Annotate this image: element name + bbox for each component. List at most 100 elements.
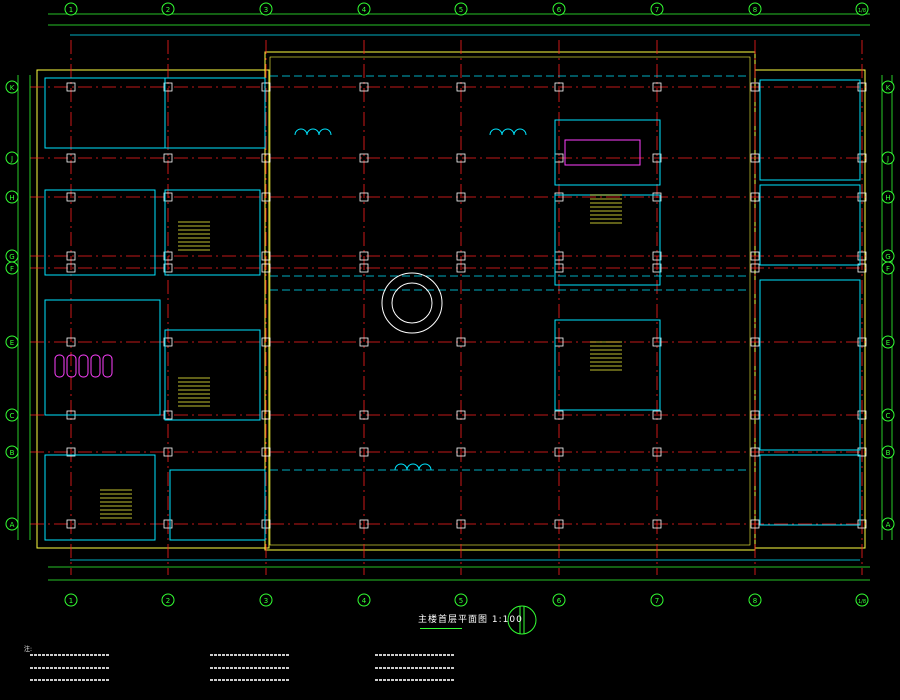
structural-column xyxy=(857,447,867,457)
structural-column xyxy=(750,251,760,261)
structural-column xyxy=(554,82,564,92)
structural-column xyxy=(857,153,867,163)
structural-column xyxy=(750,410,760,420)
structural-column xyxy=(857,192,867,202)
column-axis-label: 7 xyxy=(655,597,659,605)
column-axis-label: 3 xyxy=(264,597,268,605)
structural-column xyxy=(456,410,466,420)
column-axis-bubble xyxy=(552,593,566,607)
column-axis-bubble xyxy=(161,593,175,607)
row-axis-label: E xyxy=(886,339,890,347)
column-axis-bubble xyxy=(64,2,78,16)
column-axis-label: 1/8 xyxy=(858,599,866,605)
structural-column xyxy=(857,82,867,92)
room-outline xyxy=(164,189,261,276)
row-axis-label: H xyxy=(885,194,890,202)
structural-column xyxy=(554,410,564,420)
structural-column xyxy=(163,192,173,202)
column-axis-bubble xyxy=(357,2,371,16)
column-axis-bubble xyxy=(357,593,371,607)
structural-column xyxy=(163,337,173,347)
row-axis-label: C xyxy=(886,412,891,420)
structural-column xyxy=(66,82,76,92)
structural-column xyxy=(750,153,760,163)
column-axis-bubble xyxy=(454,2,468,16)
title-underline xyxy=(420,628,462,629)
structural-column xyxy=(750,447,760,457)
row-axis-label: K xyxy=(886,84,891,92)
row-axis-label: H xyxy=(9,194,14,202)
structural-column xyxy=(261,263,271,273)
main-hall-wall xyxy=(264,51,756,551)
column-axis-bubble xyxy=(855,593,869,607)
row-axis-bubble xyxy=(5,151,19,165)
structural-column xyxy=(261,251,271,261)
column-axis-bubble xyxy=(748,593,762,607)
north-arrow-circle xyxy=(507,605,537,635)
door-swing xyxy=(394,463,408,471)
structural-column xyxy=(652,251,662,261)
room-outline xyxy=(554,119,661,186)
structural-column xyxy=(359,153,369,163)
toilet-stall xyxy=(66,354,77,378)
room-outline xyxy=(759,79,861,181)
structural-column xyxy=(261,410,271,420)
column-axis-bubble xyxy=(259,2,273,16)
row-axis-bubble xyxy=(881,445,895,459)
door-swing xyxy=(418,463,432,471)
room-outline xyxy=(44,189,156,276)
row-axis-label: E xyxy=(10,339,14,347)
structural-column xyxy=(456,337,466,347)
room-outline xyxy=(44,77,166,149)
structural-column xyxy=(456,82,466,92)
structural-column xyxy=(163,519,173,529)
structural-column xyxy=(359,337,369,347)
door-swing xyxy=(318,128,332,136)
structural-column xyxy=(66,447,76,457)
scale-text: 1:100 xyxy=(491,615,523,625)
washroom-fixtures xyxy=(564,139,641,166)
row-axis-bubble xyxy=(5,335,19,349)
row-axis-bubble xyxy=(881,335,895,349)
column-axis-label: 7 xyxy=(655,6,659,14)
room-outline xyxy=(44,299,161,416)
structural-column xyxy=(66,192,76,202)
structural-column xyxy=(456,153,466,163)
structural-column xyxy=(857,410,867,420)
room-outline xyxy=(169,469,266,541)
row-axis-label: F xyxy=(10,265,14,273)
door-swing xyxy=(294,128,308,136)
structural-column xyxy=(163,263,173,273)
row-axis-label: J xyxy=(10,155,13,163)
column-axis-bubble xyxy=(259,593,273,607)
structural-column xyxy=(652,447,662,457)
row-axis-bubble xyxy=(5,190,19,204)
column-axis-label: 5 xyxy=(459,6,463,14)
title-text: 主楼首层平面图 xyxy=(418,615,489,625)
structural-column xyxy=(359,447,369,457)
column-axis-label: 8 xyxy=(753,6,757,14)
row-axis-label: F xyxy=(886,265,890,273)
row-axis-label: A xyxy=(886,521,891,529)
row-axis-label: B xyxy=(886,449,891,457)
column-axis-label: 6 xyxy=(557,597,562,605)
structural-column xyxy=(857,337,867,347)
room-outline xyxy=(759,184,861,266)
column-axis-bubble xyxy=(748,2,762,16)
structural-column xyxy=(359,82,369,92)
structural-column xyxy=(652,263,662,273)
structural-column xyxy=(750,519,760,529)
row-axis-bubble xyxy=(5,80,19,94)
structural-column xyxy=(652,153,662,163)
row-axis-bubble xyxy=(5,261,19,275)
column-axis-label: 6 xyxy=(557,6,562,14)
right-wing-wall xyxy=(754,69,866,549)
structural-column xyxy=(359,519,369,529)
structural-column xyxy=(857,519,867,529)
column-axis-bubble xyxy=(855,2,869,16)
structural-column xyxy=(359,410,369,420)
room-outline xyxy=(554,194,661,286)
column-axis-bubble xyxy=(552,2,566,16)
column-axis-label: 1/8 xyxy=(858,8,866,14)
structural-column xyxy=(456,447,466,457)
